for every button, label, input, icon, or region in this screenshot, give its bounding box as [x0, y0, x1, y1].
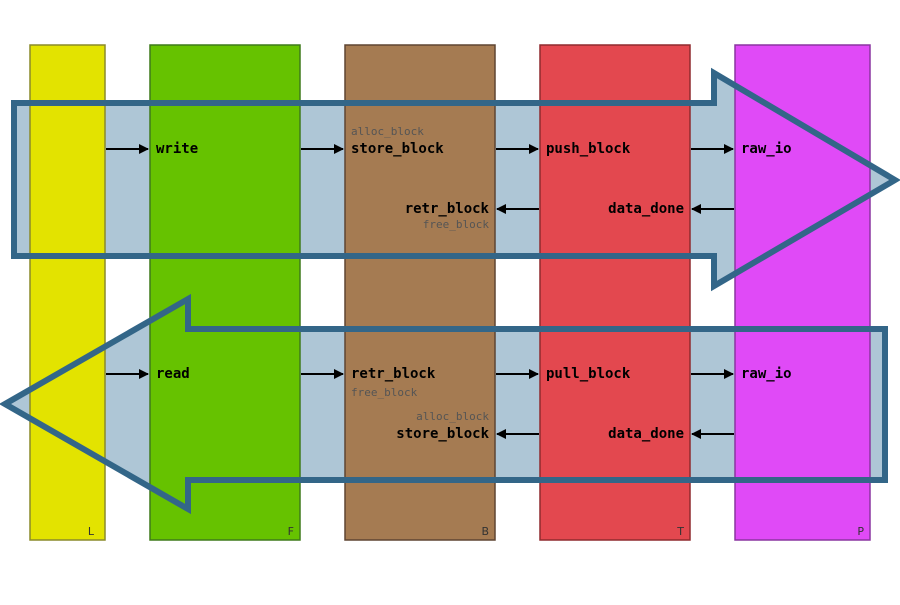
label-data-done-write: data_done	[608, 201, 684, 217]
lane-label-p: P	[857, 525, 864, 538]
lane-b	[344, 44, 496, 541]
label-retr-block-read: retr_block	[351, 366, 436, 382]
lane-t	[539, 44, 691, 541]
lane-label-t: T	[676, 525, 684, 538]
label-free-block-write: free_block	[423, 218, 490, 231]
label-retr-block-write: retr_block	[405, 201, 490, 217]
label-store-block-read: store_block	[396, 426, 489, 442]
lane-label-b: B	[481, 525, 489, 538]
label-pull-block: pull_block	[546, 366, 631, 382]
label-push-block: push_block	[546, 141, 631, 157]
lane-label-f: F	[288, 525, 294, 538]
label-read: read	[156, 366, 190, 382]
read-flow-outline-arrow	[0, 293, 888, 515]
label-alloc-block-read: alloc_block	[416, 410, 489, 423]
lane-label-l: L	[88, 525, 95, 538]
label-data-done-read: data_done	[608, 426, 684, 442]
label-alloc-block-write: alloc_block	[351, 125, 424, 138]
label-raw-io-read: raw_io	[741, 366, 792, 382]
lane-f	[149, 44, 301, 541]
write-flow-outline-arrow	[11, 67, 900, 292]
label-write: write	[156, 141, 198, 157]
label-store-block-write: store_block	[351, 141, 444, 157]
label-free-block-read: free_block	[351, 386, 418, 399]
label-raw-io-write: raw_io	[741, 141, 792, 157]
